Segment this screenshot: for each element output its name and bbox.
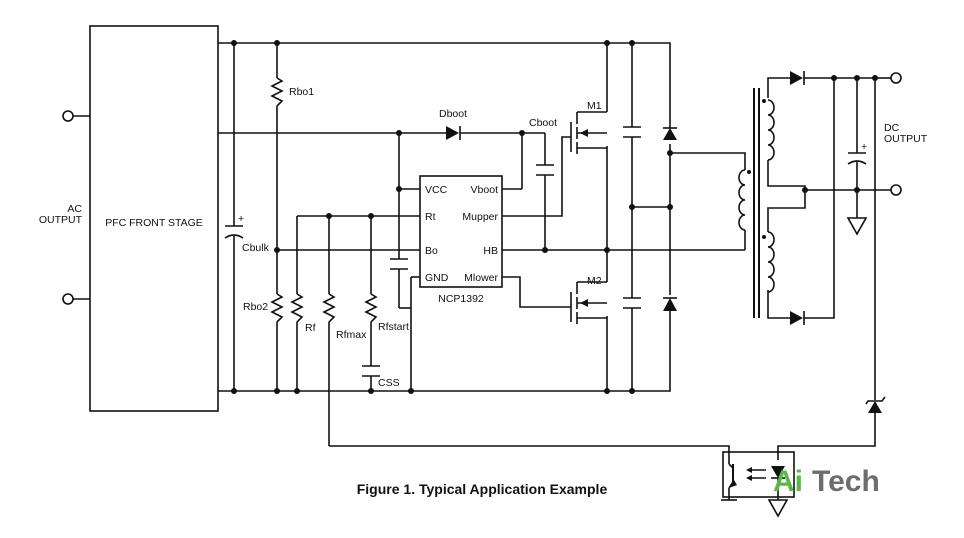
dc-output-terminals: DC OUTPUT — [884, 72, 928, 196]
cbulk-label: Cbulk — [242, 242, 270, 254]
dboot-label: Dboot — [439, 108, 467, 120]
rfmax-resistor: Rfmax — [322, 293, 367, 341]
optocoupler — [722, 451, 795, 498]
vcc-capacitor — [390, 258, 408, 270]
ic-pin-vboot: Vboot — [471, 184, 499, 196]
ac-output-label-line1: AC — [67, 203, 82, 215]
ic-pin-rt: Rt — [425, 211, 436, 223]
rfstart-label: Rfstart — [378, 321, 409, 333]
ic-pin-gnd: GND — [425, 272, 449, 284]
cbulk-plus-label: + — [238, 213, 244, 225]
feedback-ground-icon — [767, 499, 789, 518]
m2-label: M2 — [587, 275, 602, 287]
rfmax-label: Rfmax — [336, 329, 367, 341]
rbo2-resistor: Rbo2 — [243, 293, 284, 323]
resonant-capacitor-upper — [623, 126, 641, 138]
ic-name-label: NCP1392 — [438, 293, 484, 305]
ic-pin-bo: Bo — [425, 245, 438, 257]
pfc-front-stage-label: PFC FRONT STAGE — [105, 217, 203, 229]
transformer-secondary-coil-lower — [762, 231, 775, 293]
output-capacitor: + — [847, 141, 867, 165]
rectifier-diode-upper — [790, 71, 805, 85]
pfc-front-stage-block: PFC FRONT STAGE — [89, 25, 219, 412]
rbo1-label: Rbo1 — [289, 86, 314, 98]
ic-pin-vcc: VCC — [425, 184, 448, 196]
transformer-primary-coil — [738, 169, 751, 231]
ac-output-label-line2: OUTPUT — [39, 214, 83, 226]
clamp-diode-upper — [663, 127, 677, 140]
css-label: CSS — [378, 377, 400, 389]
dc-output-label-line2: OUTPUT — [884, 133, 928, 145]
output-ground-icon — [846, 217, 868, 236]
m1-mosfet: M1 — [570, 100, 607, 154]
ic-pin-mupper: Mupper — [462, 211, 498, 223]
dboot-diode: Dboot — [439, 108, 467, 140]
zener-diode — [865, 396, 886, 413]
rbo2-label: Rbo2 — [243, 301, 268, 313]
junction-dots — [231, 40, 878, 394]
output-cap-plus-label: + — [861, 141, 867, 153]
cbulk-capacitor: + Cbulk — [224, 213, 270, 254]
resonant-capacitor-lower — [623, 297, 641, 309]
m1-label: M1 — [587, 100, 602, 112]
m2-mosfet: M2 — [570, 275, 607, 324]
ncp1392-ic: VCC Rt Bo GND Vboot Mupper HB Mlower NCP… — [419, 175, 503, 305]
wires — [218, 42, 891, 501]
rf-label: Rf — [305, 322, 316, 334]
transformer-secondary-coil-upper — [762, 99, 775, 161]
dc-output-label-line1: DC — [884, 122, 900, 134]
figure-caption: Figure 1. Typical Application Example — [357, 481, 608, 497]
rectifier-diode-lower — [790, 311, 805, 325]
rfstart-resistor: Rfstart — [364, 293, 409, 333]
ic-pin-hb: HB — [483, 245, 498, 257]
logo-ai: Ai — [773, 465, 803, 498]
clamp-diode-lower — [663, 297, 677, 311]
rf-resistor: Rf — [290, 293, 316, 334]
css-capacitor: CSS — [362, 365, 400, 389]
ic-pin-mlower: Mlower — [464, 272, 498, 284]
rbo1-resistor: Rbo1 — [270, 77, 314, 107]
aitech-logo: Ai Tech — [773, 465, 880, 498]
ac-output-terminals: AC OUTPUT — [39, 110, 90, 305]
cboot-label: Cboot — [529, 117, 557, 129]
logo-tech: Tech — [812, 465, 880, 498]
cboot-capacitor: Cboot — [529, 117, 557, 176]
